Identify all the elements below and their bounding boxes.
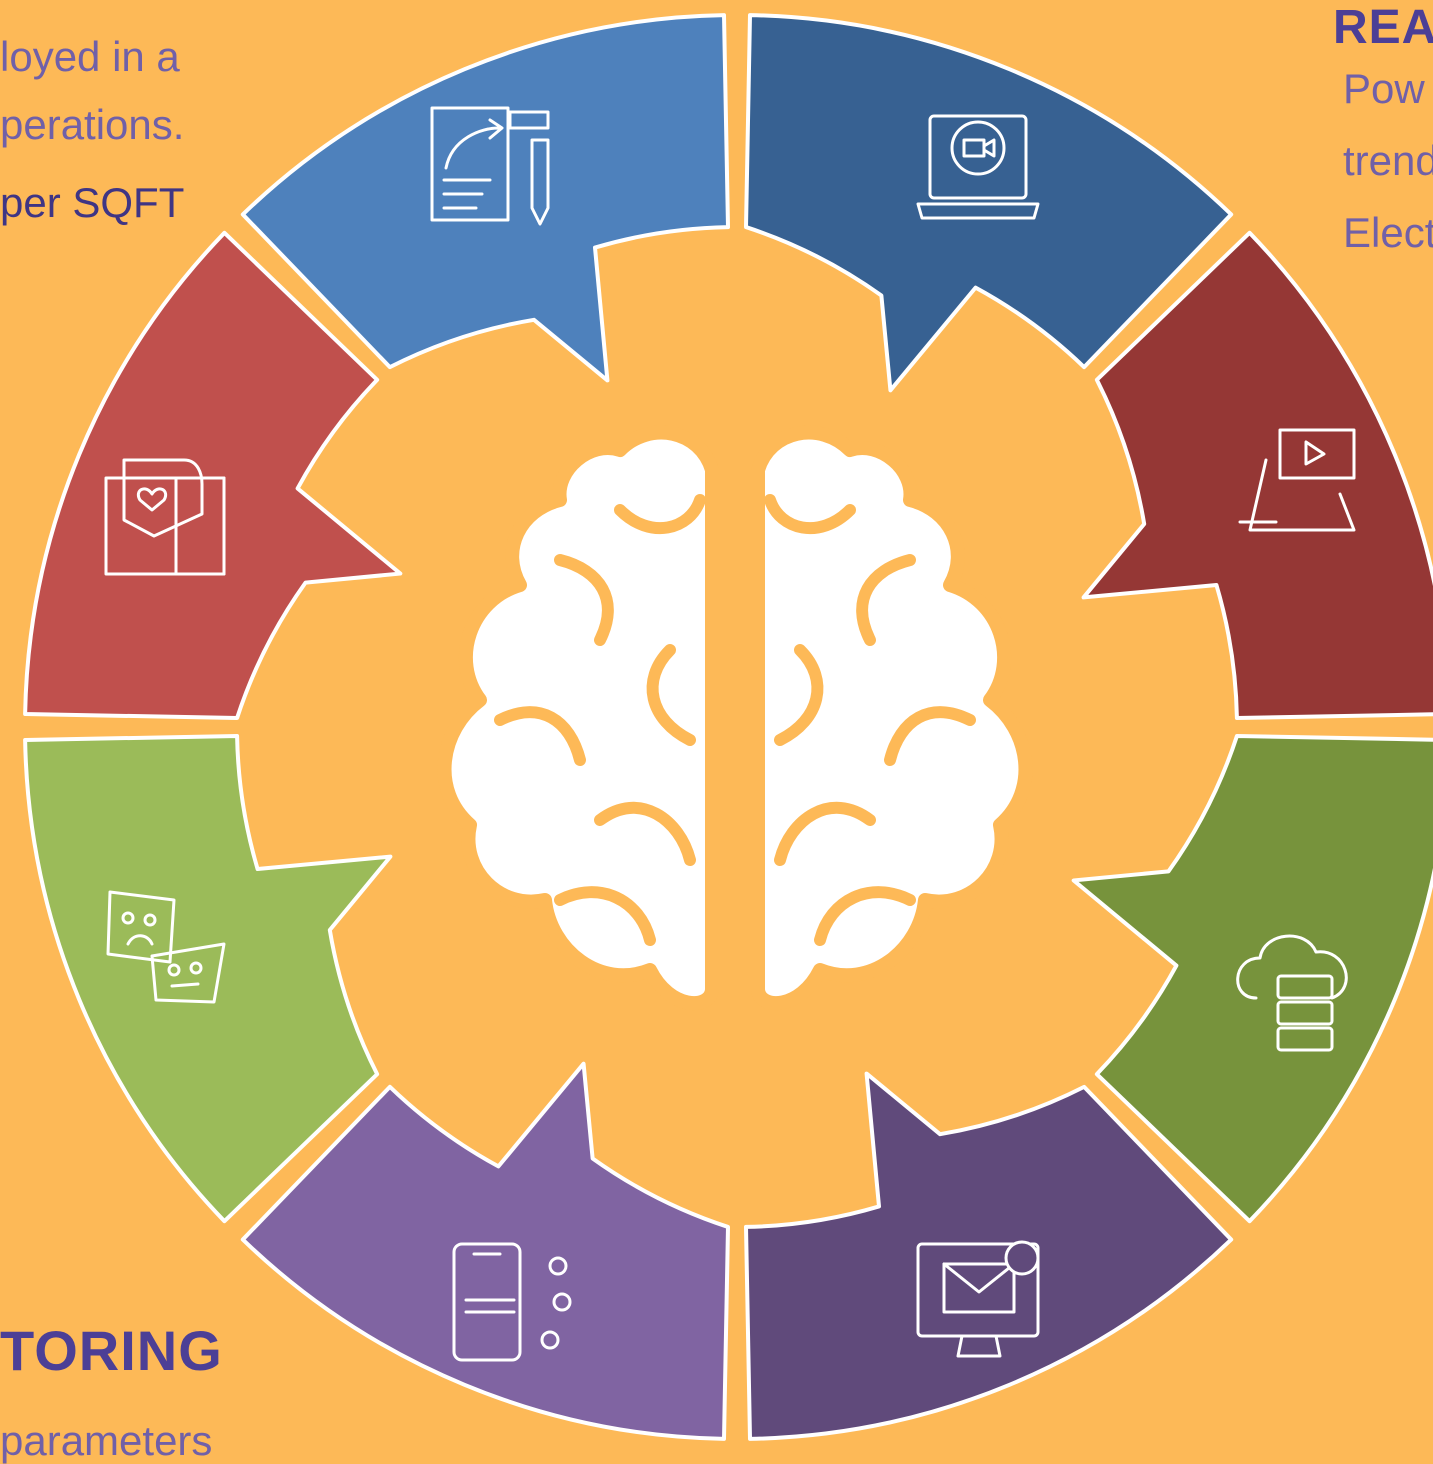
right-text-line-3: Elect [1343,209,1433,256]
right-text-line-2: trend [1343,137,1433,184]
segments-group [23,13,1433,1441]
segment-bottom-left [240,1061,730,1441]
segment-bottom-right [744,1071,1234,1441]
segment-top-left [240,13,730,383]
left-text-line-2: perations. [0,101,185,148]
video-platform-icon [1238,428,1356,532]
bottom-left-heading: TORING [0,1319,223,1382]
segment-left-lower [23,734,393,1224]
cloud-server-icon [1236,934,1348,1052]
right-text-line-1: Pow [1343,65,1425,112]
segment-right-lower [1071,734,1433,1224]
laptop-video-chat-icon [916,114,1040,220]
monitor-mail-notification-icon [916,1240,1040,1358]
brain-icon [437,425,1033,1010]
segment-left-upper [23,230,403,720]
smartphone-network-icon [452,1242,572,1362]
bookmark-heart-window-icon [104,458,226,576]
left-text-line-3: per SQFT [0,179,185,226]
left-text-line-1: loyed in a [0,33,180,80]
bottom-left-text-line-1: parameters [0,1417,213,1464]
segment-right-upper [1081,230,1433,720]
emoji-signs-icon [106,890,226,1004]
right-heading: REA [1333,1,1433,54]
document-edit-icon [430,106,550,226]
